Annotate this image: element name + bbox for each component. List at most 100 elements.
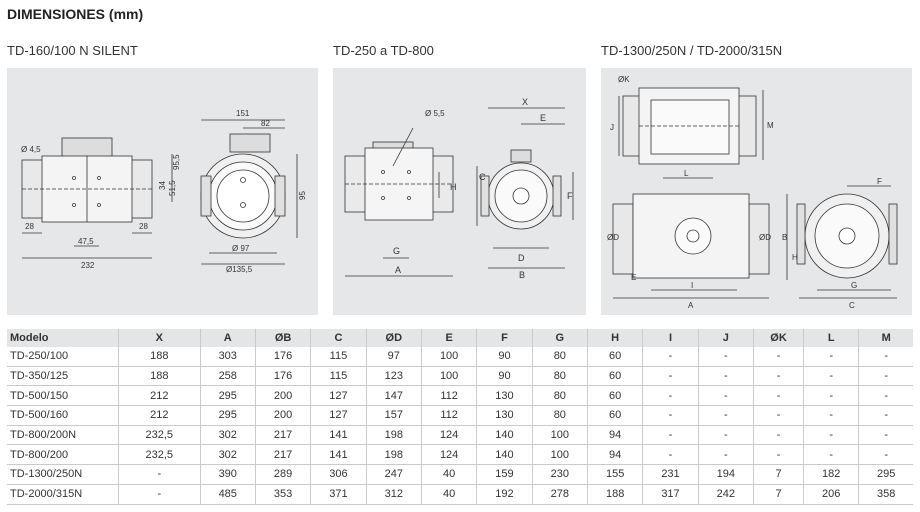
value-cell: 80 (531, 347, 588, 367)
page-title: DIMENSIONES (mm) (7, 6, 144, 22)
value-cell: 358 (858, 484, 913, 505)
value-cell: - (642, 385, 699, 407)
value-cell: 100 (420, 366, 477, 387)
value-cell: - (858, 366, 913, 387)
fan-td250-800-diagram: Ø 5,5 X E C H F G D A B (344, 97, 574, 280)
dim-B-label: B (782, 233, 787, 242)
value-cell: 317 (642, 484, 699, 505)
column-header: Modelo (7, 329, 119, 347)
value-cell: 353 (254, 484, 311, 505)
dim-J: J (610, 123, 614, 132)
value-cell: 157 (365, 405, 422, 426)
value-cell: 100 (420, 347, 477, 367)
column-header: C (310, 329, 367, 347)
value-cell: 206 (803, 484, 859, 505)
value-cell: - (642, 405, 699, 426)
fan-silent-diagram: Ø 4,5 151 82 95,5 34 51,5 95 28 47,5 28 … (21, 109, 307, 274)
value-cell: 200 (254, 385, 311, 407)
value-cell: 303 (199, 347, 256, 367)
value-cell: 40 (420, 484, 477, 505)
value-cell: 7 (753, 464, 804, 485)
dim-H-label: H (792, 253, 798, 262)
value-cell: - (803, 444, 859, 466)
value-cell: 188 (118, 347, 201, 367)
dim-M: M (767, 121, 774, 130)
value-cell: 247 (365, 464, 422, 485)
value-cell: 100 (531, 425, 588, 446)
value-cell: 80 (531, 366, 588, 387)
value-cell: 140 (476, 425, 533, 446)
value-cell: 147 (365, 385, 422, 407)
value-cell: - (858, 347, 913, 367)
dim-95-5: 95,5 (172, 154, 181, 170)
value-cell: - (753, 444, 804, 466)
value-cell: - (753, 385, 804, 407)
dim-G-label: G (851, 281, 857, 290)
model-cell: TD-500/150 (7, 385, 119, 407)
dim-A-label: A (688, 301, 694, 310)
value-cell: 295 (858, 464, 913, 485)
value-cell: 212 (118, 385, 201, 407)
dim-D: D (518, 253, 525, 263)
value-cell: 115 (310, 347, 367, 367)
value-cell: - (697, 405, 754, 426)
value-cell: - (753, 405, 804, 426)
dim-hole-5-5: Ø 5,5 (425, 109, 445, 118)
value-cell: 306 (310, 464, 367, 485)
value-cell: 176 (254, 366, 311, 387)
dim-D-right: ØD (759, 233, 771, 242)
value-cell: 141 (310, 425, 367, 446)
dim-L: L (684, 169, 689, 178)
dim-95: 95 (298, 191, 307, 200)
value-cell: 312 (365, 484, 422, 505)
panel-1-drawing: Ø 4,5 151 82 95,5 34 51,5 95 28 47,5 28 … (7, 68, 318, 315)
value-cell: 232,5 (118, 425, 201, 446)
dim-I: I (691, 281, 693, 290)
value-cell: 7 (753, 484, 804, 505)
value-cell: 302 (199, 444, 256, 466)
column-header: X (118, 329, 201, 347)
value-cell: 231 (642, 464, 699, 485)
value-cell: 230 (531, 464, 588, 485)
value-cell: 60 (586, 366, 643, 387)
value-cell: 141 (310, 444, 367, 466)
value-cell: 295 (199, 385, 256, 407)
value-cell: 123 (365, 366, 422, 387)
value-cell: - (697, 425, 754, 446)
value-cell: 390 (199, 464, 256, 485)
column-header: ØK (753, 329, 804, 347)
value-cell: 217 (254, 425, 311, 446)
column-header: ØB (254, 329, 311, 347)
value-cell: - (858, 425, 913, 446)
value-cell: 192 (476, 484, 533, 505)
value-cell: 94 (586, 444, 643, 466)
value-cell: 112 (420, 385, 477, 407)
dim-47-5: 47,5 (78, 237, 94, 246)
dim-232: 232 (81, 261, 95, 270)
column-header: J (697, 329, 754, 347)
dim-D-left: ØD (607, 233, 619, 242)
value-cell: - (858, 405, 913, 426)
dim-28-right: 28 (139, 222, 148, 231)
value-cell: 80 (531, 385, 588, 407)
dim-K: ØK (618, 75, 630, 84)
dim-C-label: C (849, 301, 855, 310)
value-cell: - (642, 366, 699, 387)
value-cell: - (753, 366, 804, 387)
value-cell: 212 (118, 405, 201, 426)
value-cell: - (803, 405, 859, 426)
value-cell: 60 (586, 385, 643, 407)
column-header: H (586, 329, 643, 347)
value-cell: 155 (586, 464, 643, 485)
value-cell: - (642, 425, 699, 446)
column-header: ØD (365, 329, 422, 347)
dim-B: B (519, 270, 525, 280)
value-cell: 302 (199, 425, 256, 446)
